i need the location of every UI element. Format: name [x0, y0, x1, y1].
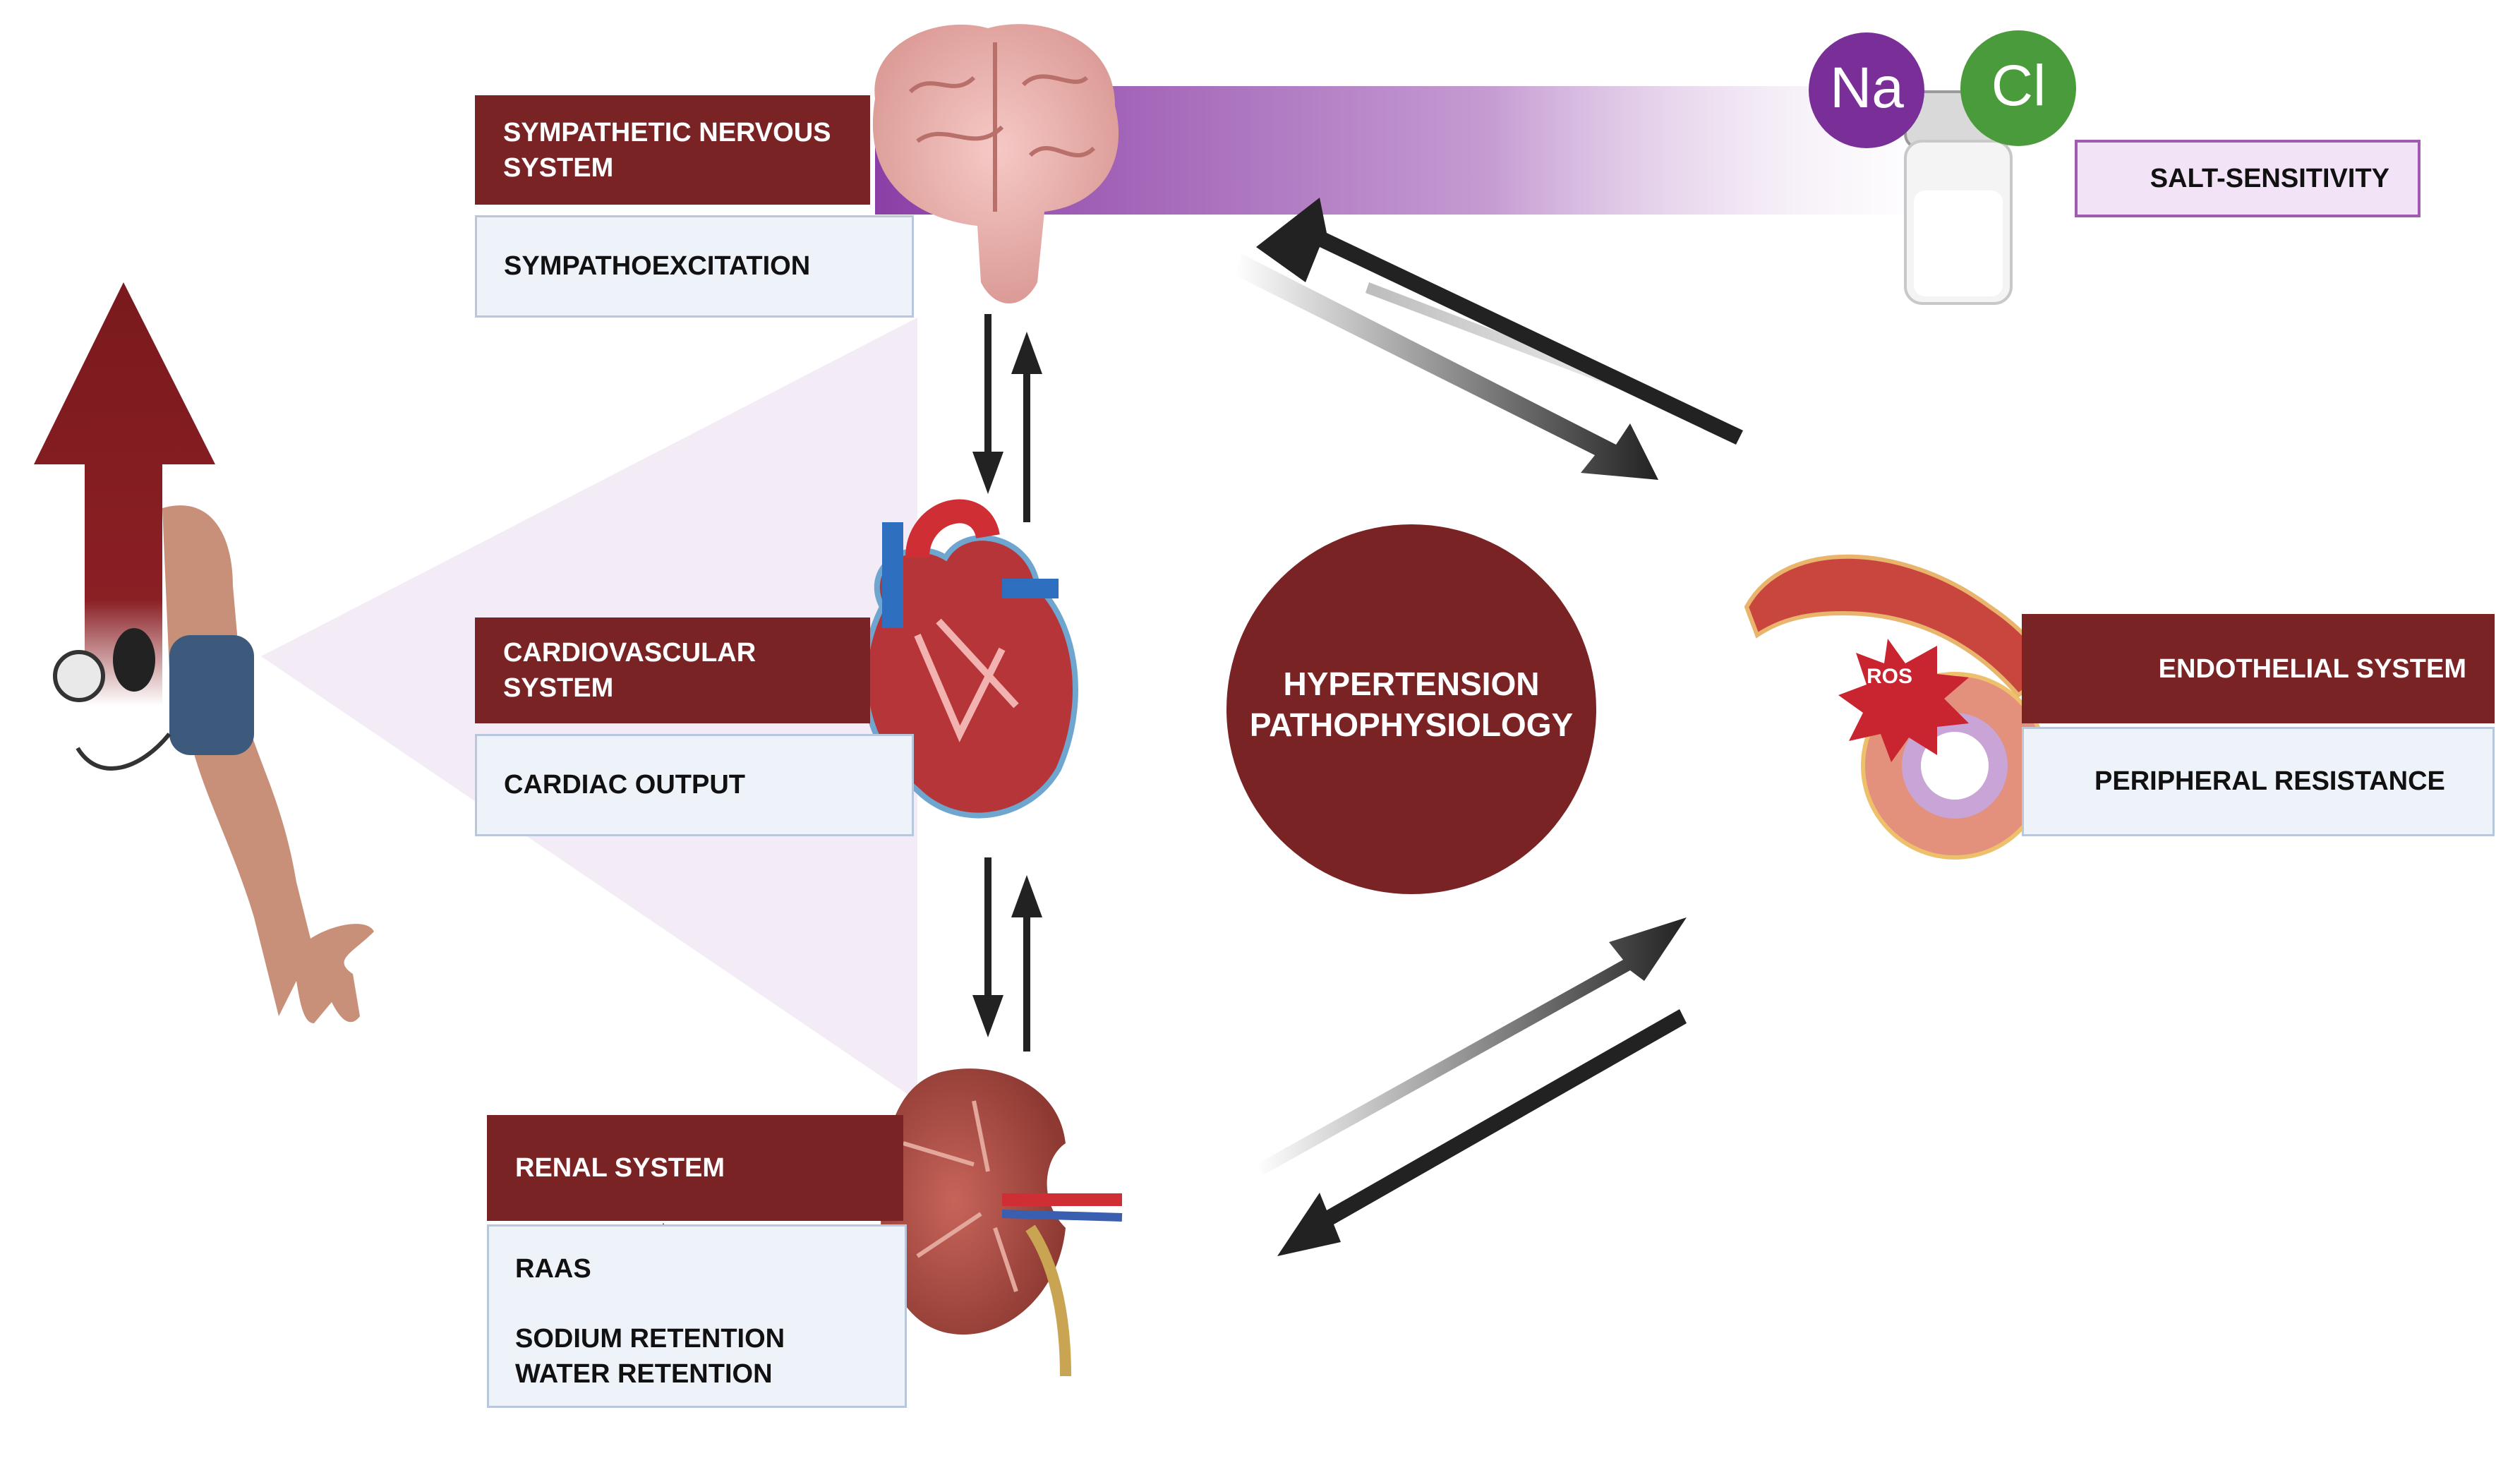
sympathetic-effect: SYMPATHOEXCITATION — [475, 215, 914, 318]
arm-icon — [162, 505, 374, 1023]
sodium-symbol: Na — [1830, 56, 1904, 120]
cardiovascular-effect: CARDIAC OUTPUT — [475, 734, 914, 836]
chloride-symbol: Cl — [1991, 54, 2046, 118]
renal-effect-retention: SODIUM RETENTION WATER RETENTION — [515, 1324, 785, 1389]
ros-burst-icon — [1838, 639, 1969, 762]
bp-gauge-icon — [53, 650, 105, 702]
salt-sensitivity-label: SALT-SENSITIVITY — [2075, 140, 2420, 217]
chloride-ion-icon — [1960, 30, 2076, 146]
kidney-icon — [881, 1068, 1123, 1377]
sympathetic-title: SYMPATHETIC NERVOUS SYSTEM — [475, 95, 870, 205]
bp-up-arrow — [34, 282, 215, 706]
center-label: HYPERTENSION PATHOPHYSIOLOGY — [1249, 665, 1574, 743]
brain-icon — [872, 24, 1119, 304]
renal-title: RENAL SYSTEM — [487, 1115, 903, 1221]
cardiovascular-title: CARDIOVASCULAR SYSTEM — [475, 617, 870, 723]
center-circle — [1226, 524, 1596, 894]
renal-effects — [487, 1224, 907, 1408]
renal-effect-raas: RAAS — [515, 1254, 591, 1284]
heart-icon — [862, 499, 1078, 819]
sodium-ion-icon — [1809, 32, 1924, 148]
bp-cuff-icon — [169, 635, 254, 755]
endothelial-effect: PERIPHERAL RESISTANCE — [2022, 727, 2495, 836]
endothelial-title: ENDOTHELIAL SYSTEM — [2022, 614, 2495, 723]
salt-shaker-icon — [1904, 90, 2013, 305]
ros-label: ROS — [1867, 665, 1913, 688]
